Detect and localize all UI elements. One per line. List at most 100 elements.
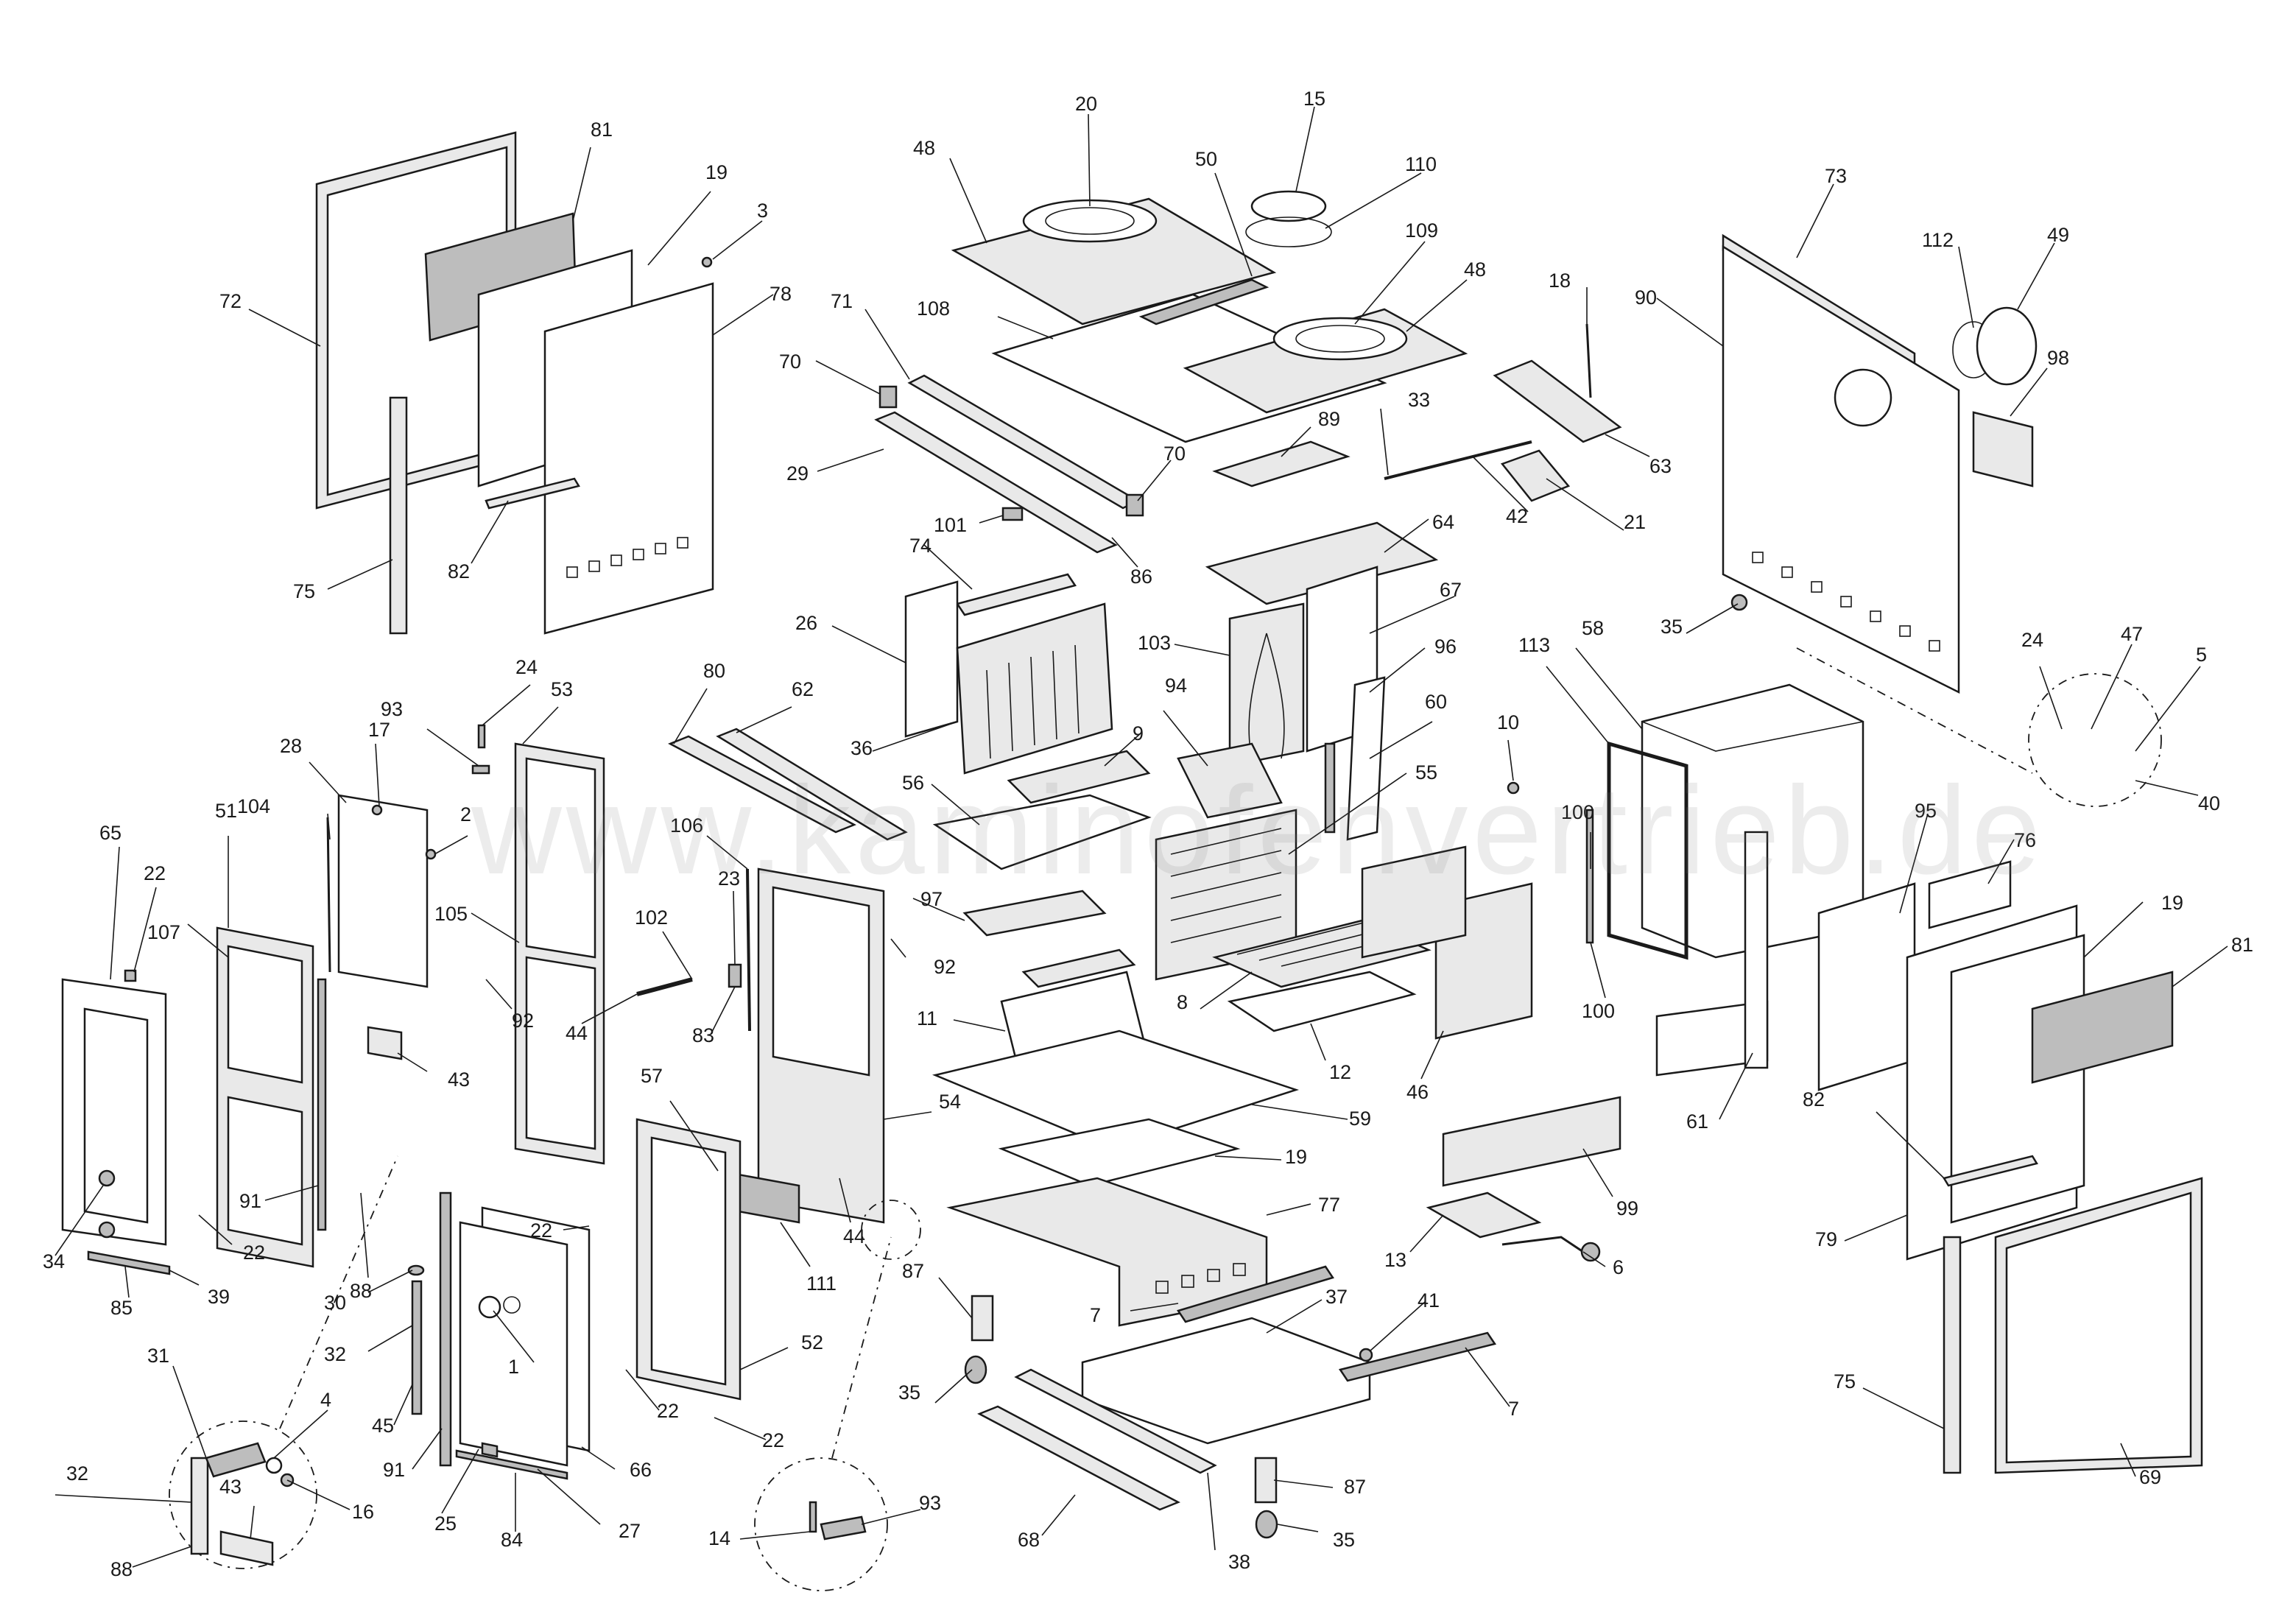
part-21-channel (1500, 449, 1571, 502)
ash-door-assembly (61, 926, 403, 1275)
label-49: 49 (2047, 224, 2069, 246)
label-61: 61 (1686, 1110, 1708, 1133)
label-41: 41 (1418, 1289, 1440, 1312)
part-43-plate-lower (219, 1530, 274, 1566)
label-103: 103 (1138, 632, 1171, 654)
label-91: 91 (383, 1459, 405, 1481)
label-18: 18 (1549, 270, 1571, 292)
label-12: 12 (1329, 1061, 1351, 1083)
label-107: 107 (147, 921, 180, 943)
label-34: 34 (43, 1250, 65, 1272)
label-25: 25 (434, 1513, 457, 1535)
detail-circle-hinge-center (754, 1457, 888, 1591)
watermark-text: www.kaminofenvertrieb.de (471, 761, 2046, 901)
part-99-panel (1442, 1096, 1621, 1187)
label-43: 43 (448, 1068, 470, 1091)
part-64-baffle (1205, 521, 1439, 605)
label-16: 16 (352, 1501, 374, 1523)
label-38: 38 (1228, 1551, 1250, 1573)
part-88-hinge-pin (190, 1457, 209, 1555)
part-25-clip (481, 1442, 499, 1458)
label-63: 63 (1649, 455, 1672, 477)
label-27: 27 (619, 1520, 641, 1542)
part-43-plate-upper (367, 1026, 403, 1060)
part-29-rail (874, 411, 1118, 554)
label-106: 106 (670, 814, 703, 837)
label-46: 46 (1406, 1081, 1429, 1103)
label-35: 35 (1333, 1529, 1355, 1551)
label-77: 77 (1318, 1194, 1340, 1216)
part-9-grate (1007, 750, 1151, 804)
label-95: 95 (1915, 800, 1937, 822)
label-98: 98 (2047, 347, 2069, 369)
label-72: 72 (219, 290, 242, 312)
part-91-bar (317, 978, 327, 1231)
part-90-back-panel (1722, 244, 1960, 694)
label-13: 13 (1384, 1249, 1406, 1271)
label-75: 75 (293, 580, 315, 602)
part-93-hinge (471, 764, 490, 775)
part-27-door (459, 1221, 568, 1467)
part-15-ring-lid (1250, 190, 1327, 222)
label-14: 14 (708, 1527, 730, 1549)
part-110-ring (1245, 216, 1332, 247)
part-102-spring (636, 977, 693, 996)
label-52: 52 (801, 1331, 823, 1353)
part-101-clip (1001, 507, 1024, 521)
part-90-vent-holes (1752, 552, 1940, 652)
part-70-bracket-left (878, 385, 898, 409)
label-20: 20 (1075, 93, 1097, 115)
label-65: 65 (99, 822, 122, 844)
hob-assembly (951, 190, 1468, 443)
label-6: 6 (1613, 1256, 1624, 1278)
label-5: 5 (2196, 644, 2207, 666)
part-107-door-insert (227, 945, 303, 1084)
label-19: 19 (705, 161, 728, 183)
label-50: 50 (1195, 148, 1217, 170)
part-75-rail (389, 396, 408, 635)
front-rails (874, 374, 1144, 554)
label-1: 1 (508, 1356, 519, 1378)
label-92: 92 (512, 1010, 534, 1032)
part-56-ash-tray (932, 794, 1152, 870)
part-97-deflector (962, 890, 1107, 937)
label-101: 101 (934, 514, 967, 536)
label-84: 84 (501, 1529, 523, 1551)
part-13-plate (1426, 1191, 1542, 1239)
detail-circle-door-latch (861, 1200, 921, 1260)
label-110: 110 (1405, 153, 1437, 175)
part-7-slide-rail (1177, 1265, 1334, 1323)
part-78-inner-panel (543, 282, 714, 635)
label-28: 28 (280, 735, 302, 757)
part-6-thermostat (1501, 1236, 1584, 1253)
part-50-cover (1138, 278, 1270, 325)
firebox-side-parts (1228, 566, 1386, 841)
label-87: 87 (1344, 1476, 1366, 1498)
part-36-ribs (986, 644, 1080, 759)
label-48: 48 (1464, 258, 1486, 281)
part-68-front-rail (977, 1405, 1180, 1511)
label-47: 47 (2121, 623, 2143, 645)
part-87-bracket-upper (971, 1295, 994, 1342)
label-75: 75 (1834, 1370, 1856, 1393)
part-113-door-seal (1607, 741, 1688, 960)
label-59: 59 (1349, 1108, 1371, 1130)
part-41-screw (1359, 1348, 1373, 1362)
part-82-strip (485, 477, 580, 510)
part-82-strip-right (1943, 1155, 2038, 1187)
part-36-firebox-back (956, 602, 1113, 775)
part-19-base-insulation (998, 1118, 1241, 1187)
label-92: 92 (934, 956, 956, 978)
part-26-panel (904, 580, 959, 738)
label-73: 73 (1825, 165, 1847, 187)
label-22: 22 (144, 862, 166, 884)
label-51: 51 (215, 800, 237, 822)
label-104: 104 (237, 795, 270, 817)
label-100: 100 (1561, 801, 1594, 823)
label-97: 97 (920, 888, 943, 910)
label-99: 99 (1616, 1197, 1638, 1219)
label-21: 21 (1624, 511, 1646, 533)
label-55: 55 (1415, 761, 1437, 784)
label-74: 74 (909, 535, 932, 557)
label-4: 4 (320, 1389, 331, 1411)
